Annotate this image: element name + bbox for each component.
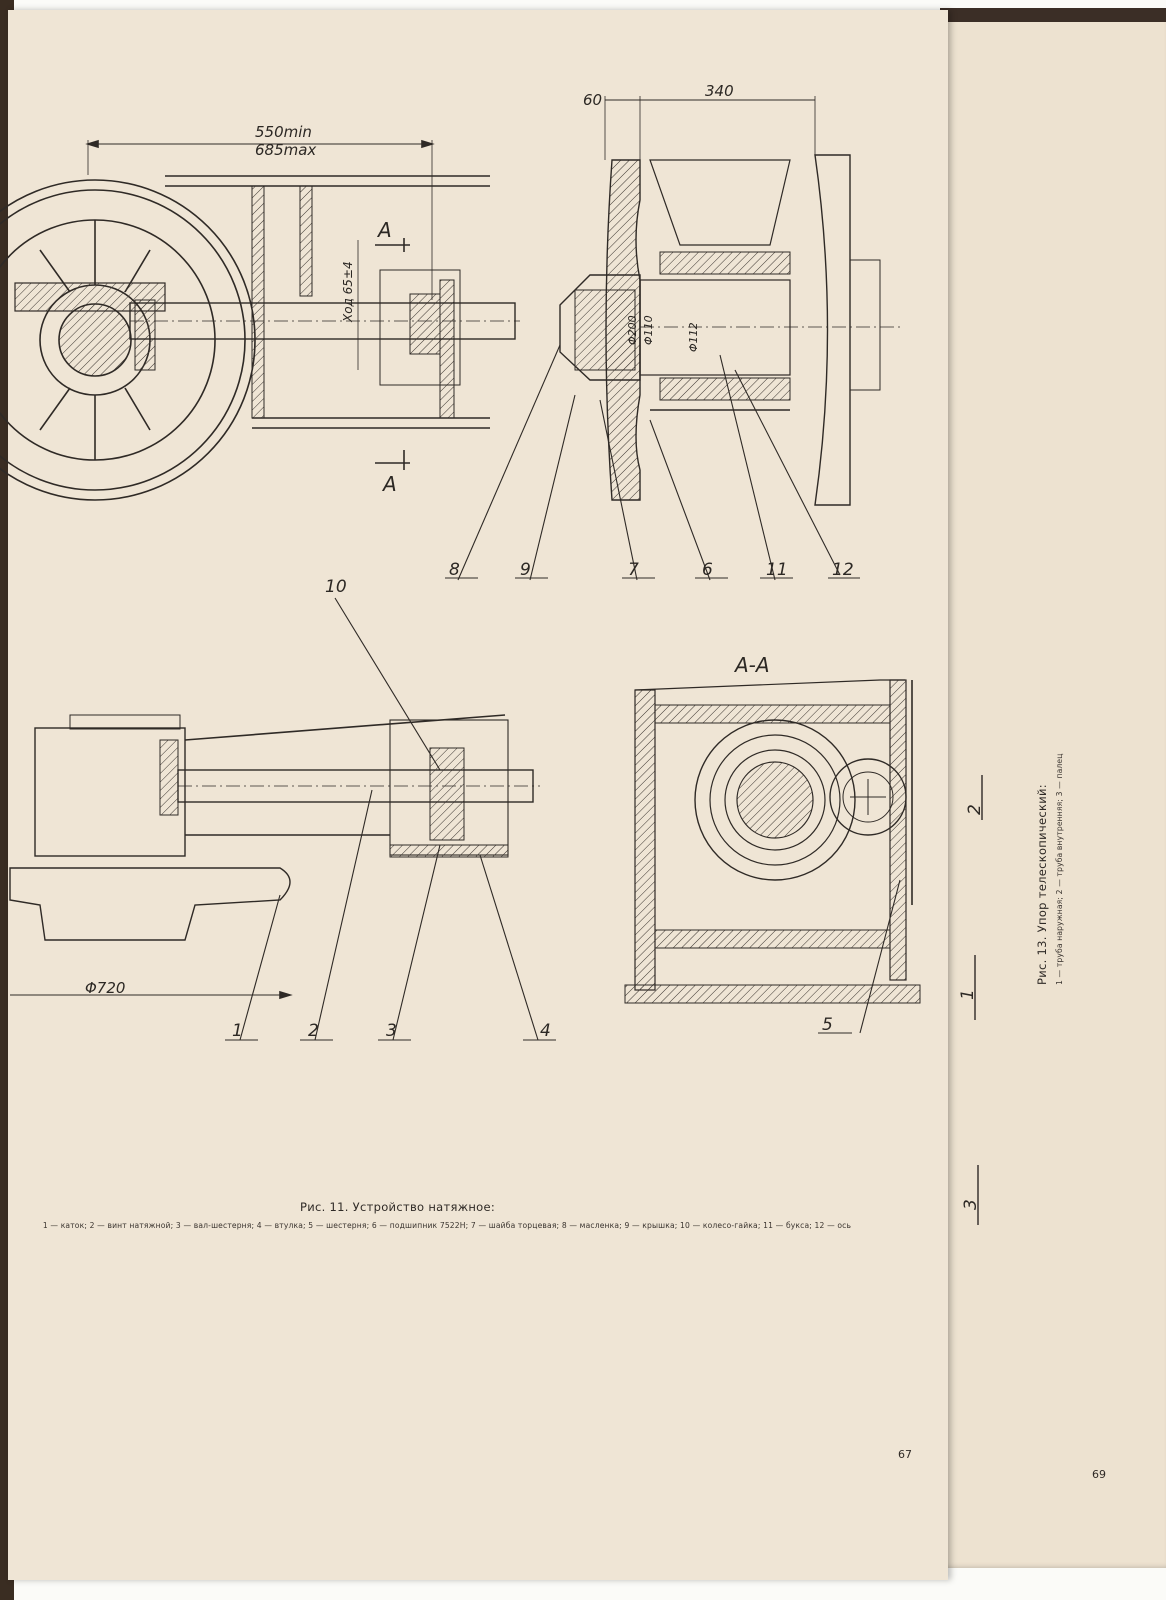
part-10: 10 [325, 577, 347, 597]
figure-13-caption: Рис. 13. Упор телескопический: 1 — труба… [1035, 565, 1064, 985]
right-wheel [814, 154, 851, 506]
section-mark-top: А [376, 218, 392, 242]
page-number-left: 67 [898, 1448, 912, 1461]
part-7: 7 [628, 560, 639, 580]
page-number-right: 69 [1092, 1468, 1106, 1481]
part-5: 5 [822, 1015, 833, 1035]
dim-550: 550min [255, 123, 312, 141]
dim-phi720: Φ720 [85, 979, 125, 997]
part-2: 2 [308, 1021, 319, 1041]
figure-13-legend: 1 — труба наружная; 2 — труба внутренняя… [1055, 753, 1064, 985]
dim-60: 60 [583, 91, 602, 109]
section-mark-bottom: А [381, 472, 397, 496]
dim-stroke: Ход 65±4 [341, 261, 355, 323]
page-edge-shadow [940, 8, 1166, 22]
figure-13-title: Рис. 13. Упор телескопический: [1035, 784, 1049, 985]
fig13-label-2: 2 [965, 804, 985, 815]
part-4: 4 [540, 1021, 551, 1041]
leader-lines-bottom [225, 597, 556, 1041]
figure-11-legend: 1 — каток; 2 — винт натяжной; 3 — вал-ше… [42, 1221, 852, 1230]
gear-nut [409, 293, 441, 355]
leader-lines-top [445, 344, 860, 581]
section-a-a [624, 679, 921, 1034]
dim-685: 685max [255, 141, 316, 159]
section-title: А-А [733, 653, 770, 677]
part-8: 8 [449, 560, 460, 580]
part-12: 12 [832, 560, 854, 580]
part-6: 6 [702, 560, 713, 580]
dim-phi200: Φ200 [626, 315, 639, 345]
part-11: 11 [766, 560, 788, 580]
top-right-view [559, 96, 900, 506]
bottom-left-view [9, 714, 540, 1000]
dim-phi112: Φ112 [687, 322, 700, 352]
fig13-label-3: 3 [961, 1199, 981, 1210]
gear-5 [829, 758, 907, 836]
figure-11-title: Рис. 11. Устройство натяжное: [300, 1200, 496, 1214]
wheel-base [9, 867, 291, 941]
next-page [940, 8, 1166, 1568]
dim-340: 340 [705, 82, 734, 100]
fig13-margin-marks [974, 775, 983, 1225]
fig13-label-1: 1 [958, 989, 978, 1000]
part-9: 9 [520, 560, 531, 580]
part-1: 1 [232, 1021, 243, 1041]
bearing [574, 289, 636, 371]
top-left-view [0, 139, 520, 501]
part-3: 3 [386, 1021, 397, 1041]
dim-phi110: Φ110 [642, 315, 655, 345]
